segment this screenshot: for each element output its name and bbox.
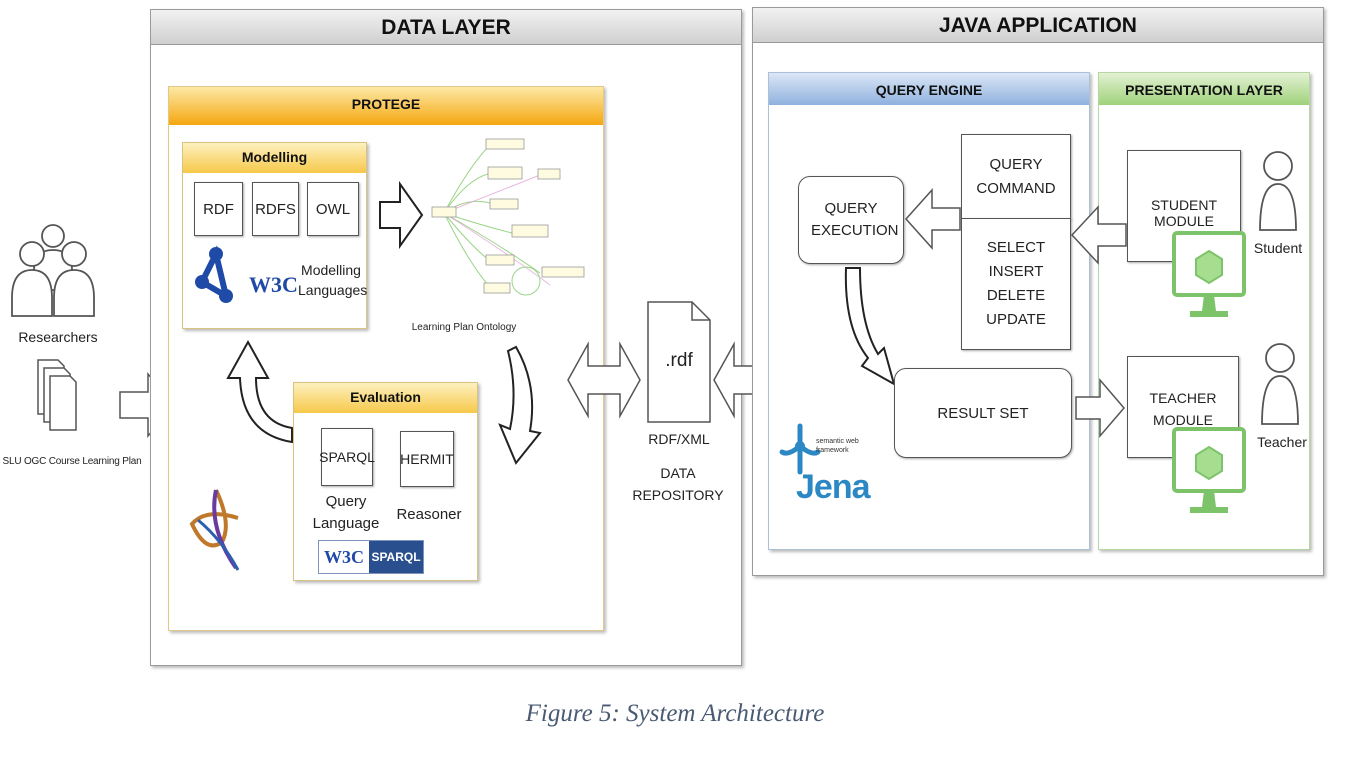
presentation-layer-title: PRESENTATION LAYER — [1099, 73, 1309, 105]
rdfs-box: RDFS — [252, 182, 299, 236]
curved-arrow-execution-to-result — [844, 267, 896, 387]
hermit-box: HERMIT — [400, 431, 454, 487]
teacher-monitor-icon — [1172, 427, 1246, 513]
teacher-label: Teacher — [1257, 434, 1307, 450]
sparql-caption: Query Language — [312, 493, 380, 532]
w3c-sparql-logo: W3C SPARQL — [318, 540, 424, 574]
jena-logo-icon — [779, 423, 821, 475]
w3c-badge-text: W3C — [319, 541, 369, 573]
modelling-languages-label: Modelling Languages — [298, 262, 368, 298]
curved-arrow-ontology-to-evaluation — [498, 345, 542, 465]
student-module-label: STUDENT MODULE — [1150, 197, 1218, 229]
jena-text: Jena — [796, 468, 870, 506]
query-engine-title: QUERY ENGINE — [769, 73, 1089, 105]
hermit-caption: Reasoner — [396, 506, 462, 523]
jena-small-text: semantic web framework — [816, 438, 859, 454]
student-monitor-icon — [1172, 231, 1246, 317]
ontology-graph-icon — [431, 138, 585, 296]
curved-arrow-evaluation-to-modelling — [226, 339, 293, 444]
researchers-label: Researchers — [18, 329, 98, 345]
documents-icon — [37, 359, 77, 431]
query-execution-label: QUERY EXECUTION — [811, 200, 899, 239]
rdf-xml-label: RDF/XML — [648, 431, 710, 447]
rdf-file-icon — [647, 301, 711, 423]
arrow-command-to-execution — [904, 188, 961, 250]
command-insert: INSERT — [988, 263, 1044, 280]
rdf-logo-icon — [195, 245, 233, 303]
query-command-box: QUERY COMMAND — [961, 134, 1071, 220]
command-update: UPDATE — [986, 311, 1046, 328]
arrow-modelling-to-ontology — [379, 180, 424, 250]
arrow-data-to-repository — [567, 341, 641, 419]
document-label: SLU OGC Course Learning Plan — [2, 456, 142, 467]
data-repository-label: DATA REPOSITORY — [632, 465, 724, 503]
result-set-label: RESULT SET — [937, 404, 1029, 422]
ontology-label: Learning Plan Ontology — [411, 322, 517, 333]
protege-title: PROTEGE — [169, 87, 603, 125]
researchers-group — [8, 220, 98, 320]
arrow-student-to-command — [1070, 205, 1127, 265]
figure-caption: Figure 5: System Architecture — [525, 700, 825, 727]
query-commands-list: SELECT INSERT DELETE UPDATE — [961, 218, 1071, 350]
protege-logo-icon — [189, 489, 240, 571]
command-select: SELECT — [986, 239, 1046, 256]
teacher-person-icon — [1261, 343, 1299, 425]
owl-box: OWL — [307, 182, 359, 236]
student-label: Student — [1253, 240, 1303, 256]
student-person-icon — [1259, 151, 1297, 231]
evaluation-title: Evaluation — [294, 383, 477, 413]
query-command-label: QUERY COMMAND — [976, 156, 1056, 197]
java-application-title: JAVA APPLICATION — [753, 8, 1323, 43]
result-set-box: RESULT SET — [894, 368, 1072, 458]
arrow-result-to-teacher — [1075, 377, 1125, 439]
command-delete: DELETE — [986, 287, 1046, 304]
rdf-box: RDF — [194, 182, 243, 236]
sparql-badge-text: SPARQL — [369, 541, 423, 573]
documents-icon-wrap — [34, 358, 84, 438]
teacher-module-label: TEACHER MODULE — [1149, 390, 1217, 428]
modelling-title: Modelling — [183, 143, 366, 173]
w3c-logo-icon: W3C — [249, 252, 298, 308]
sparql-box: SPARQL — [319, 428, 375, 486]
w3c-logo-text: W3C — [249, 272, 298, 297]
rdf-file-ext: .rdf — [665, 350, 693, 371]
query-execution-box: QUERY EXECUTION — [798, 176, 904, 264]
data-layer-title: DATA LAYER — [151, 10, 741, 45]
researchers-icon — [11, 224, 95, 317]
